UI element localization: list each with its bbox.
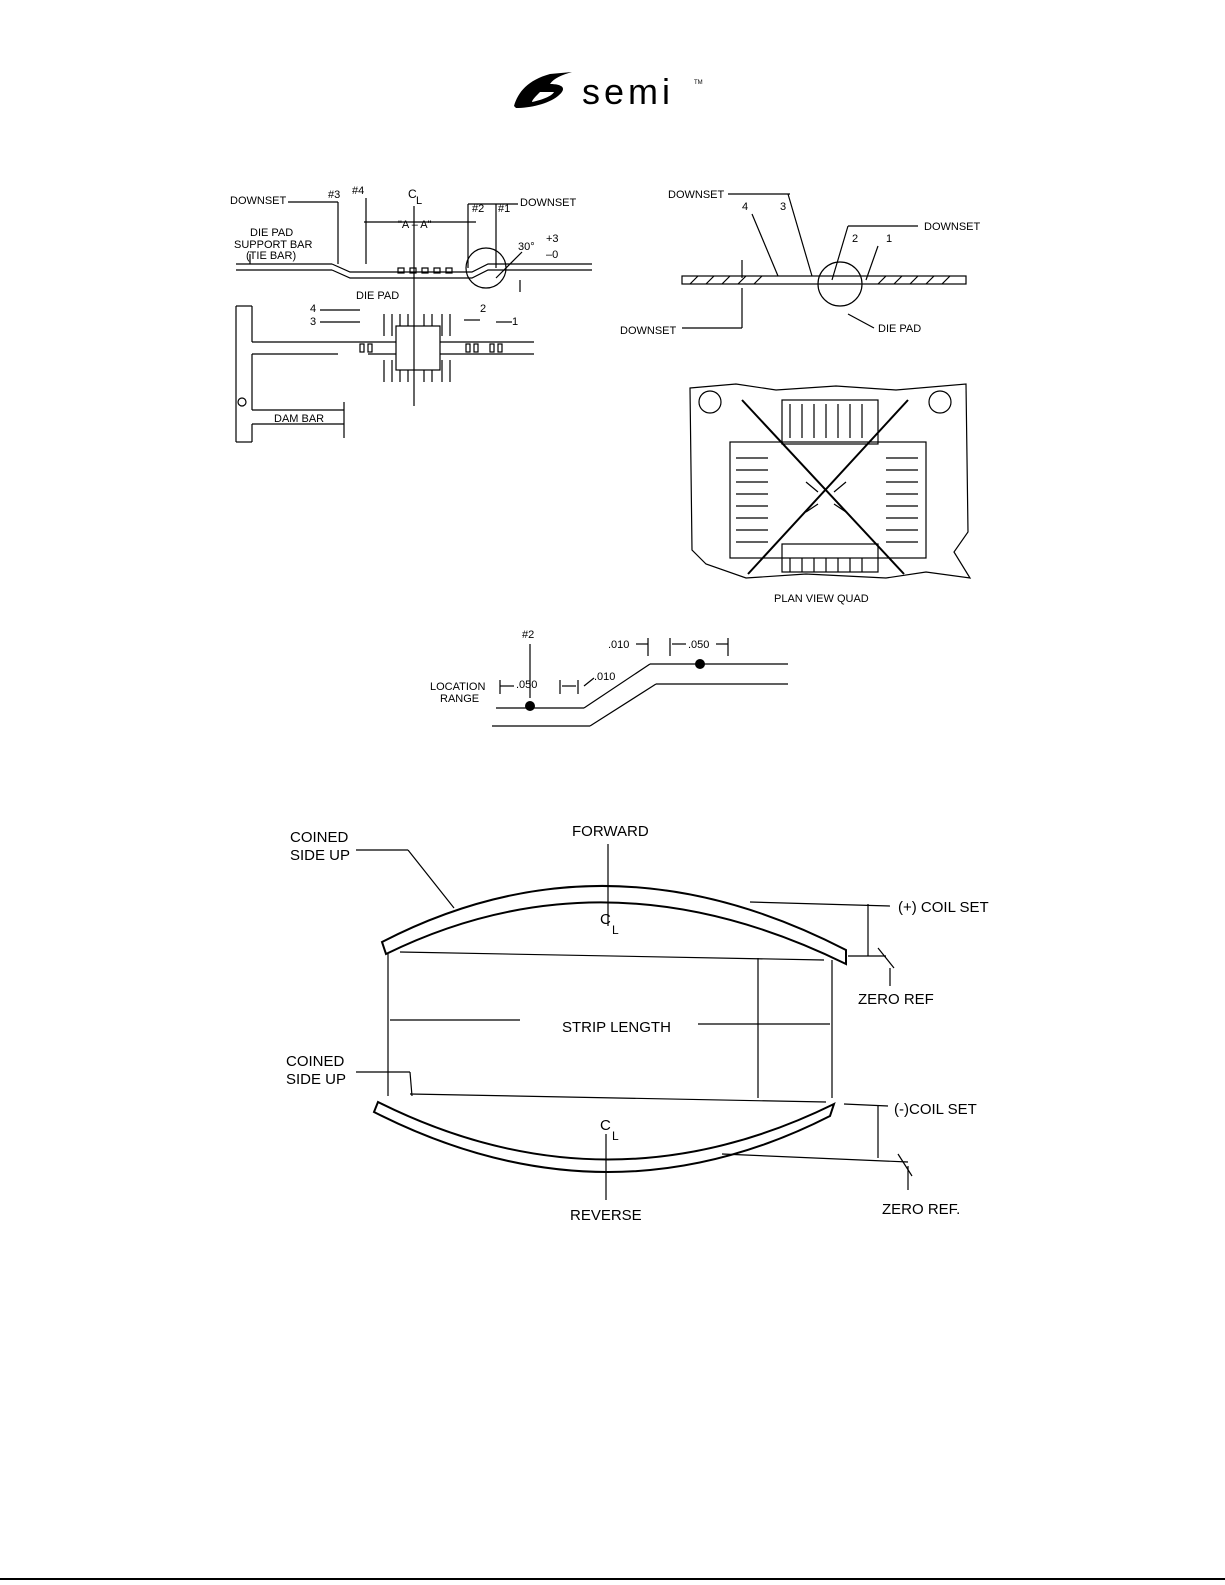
label-num3: #3 [328, 189, 340, 201]
tooling-hole [237, 397, 247, 407]
label-section-downset-bottom: DOWNSET [620, 325, 677, 337]
side-view-strip [236, 198, 592, 304]
lead-tab [473, 343, 479, 353]
label-coined-bot-2: SIDE UP [286, 1071, 346, 1088]
label-die-pad: DIE PAD [356, 290, 399, 302]
label-tol-minus: –0 [546, 249, 558, 261]
plan-view-quad-figure: PLAN VIEW QUAD [686, 382, 976, 610]
label-section-n3: 3 [780, 201, 786, 213]
label-n3: 3 [310, 316, 316, 328]
lead-tab [367, 343, 373, 353]
label-section-downset-right: DOWNSET [924, 221, 981, 233]
location-mark-icon [525, 701, 535, 711]
label-centerline-top: C [600, 911, 611, 928]
coil-set-figure: COINED SIDE UP FORWARD (+) COIL SET ZERO… [280, 816, 1000, 1226]
tooling-hole [928, 390, 952, 414]
label-n2: 2 [480, 303, 486, 315]
label-die-pad-support-1: DIE PAD [250, 227, 293, 239]
label-n1: 1 [512, 316, 518, 328]
page-bottom-rule [0, 1578, 1225, 1580]
label-centerline-sub: L [416, 195, 422, 207]
downset-figure: DOWNSET #3 #4 C L #2 #1 DOWNSET DIE PAD … [228, 180, 608, 450]
label-centerline-bot-sub: L [612, 1129, 619, 1143]
section-detail-circle [817, 261, 863, 307]
label-section-n4: 4 [742, 201, 748, 213]
plan-view-caption: PLAN VIEW QUAD [774, 593, 869, 605]
trademark-mark: TM [694, 80, 703, 86]
label-num2: #2 [472, 203, 484, 215]
label-tol-plus: +3 [546, 233, 559, 245]
lead-slot [433, 267, 441, 274]
top-view-leadframe [235, 304, 534, 443]
label-zero-ref-bot: ZERO REF. [882, 1201, 960, 1218]
dam-bar-frame [729, 441, 927, 559]
label-section-die-pad: DIE PAD [878, 323, 921, 335]
tooling-hole [698, 390, 722, 414]
label-downset-left: DOWNSET [230, 195, 287, 207]
lead-tab [359, 343, 365, 353]
label-reverse: REVERSE [570, 1207, 642, 1224]
label-aa: "A – A" [398, 219, 432, 231]
label-die-pad-support-3: (TIE BAR) [246, 250, 296, 262]
bottom-lead-group [781, 543, 879, 573]
label-coined-bot-1: COINED [286, 1053, 345, 1070]
die-pad-top [395, 325, 441, 371]
label-location: LOCATION [430, 681, 485, 693]
label-coined-top-2: SIDE UP [290, 847, 350, 864]
lead-slot [445, 267, 453, 274]
label-dim-010-mid: .010 [594, 671, 615, 683]
lead-slot [421, 267, 429, 274]
label-angle: 30° [518, 241, 535, 253]
label-strip-length: STRIP LENGTH [562, 1019, 671, 1036]
lead-tab [497, 343, 503, 353]
label-num4: #4 [352, 185, 364, 197]
label-minus-coil-set: (-)COIL SET [894, 1101, 977, 1118]
lead-slot [397, 267, 405, 274]
label-centerline-bot: C [600, 1117, 611, 1134]
detail-circle [465, 247, 507, 289]
label-downset-right: DOWNSET [520, 197, 577, 209]
downset-section-figure: DOWNSET 4 3 DOWNSET 2 1 DOWNSET DIE PAD [612, 180, 992, 340]
label-forward: FORWARD [572, 823, 649, 840]
lead-tab [465, 343, 471, 353]
label-coined-top-1: COINED [290, 829, 349, 846]
location-mark-icon [695, 659, 705, 669]
plus-coil-strip [380, 884, 847, 966]
label-section-n1: 1 [886, 233, 892, 245]
semi-swoosh-icon [514, 72, 572, 108]
label-die-pad-support-2: SUPPORT BAR [234, 239, 313, 251]
label-dam-bar: DAM BAR [274, 413, 324, 425]
label-plus-coil-set: (+) COIL SET [898, 899, 989, 916]
label-section-n2: 2 [852, 233, 858, 245]
lead-tab [489, 343, 495, 353]
label-centerline: C [408, 187, 417, 201]
location-range-figure: #2 .010 .050 .010 .050 LOCATION RANGE [424, 622, 794, 732]
top-lead-group [781, 399, 879, 445]
label-num1: #1 [498, 203, 510, 215]
label-loc-num2: #2 [522, 629, 534, 641]
label-range: RANGE [440, 693, 479, 705]
semi-logo: semi TM [510, 62, 710, 122]
semi-wordmark: semi [582, 71, 674, 112]
lead-slot [409, 267, 417, 274]
section-strip [681, 275, 967, 285]
label-downset-top: DOWNSET [668, 189, 725, 201]
label-n4: 4 [310, 303, 316, 315]
label-dim-050-mid: .050 [516, 679, 537, 691]
label-zero-ref-top: ZERO REF [858, 991, 934, 1008]
label-dim-010-top: .010 [608, 639, 629, 651]
label-dim-050-top: .050 [688, 639, 709, 651]
minus-coil-strip [372, 1100, 836, 1173]
label-centerline-top-sub: L [612, 923, 619, 937]
